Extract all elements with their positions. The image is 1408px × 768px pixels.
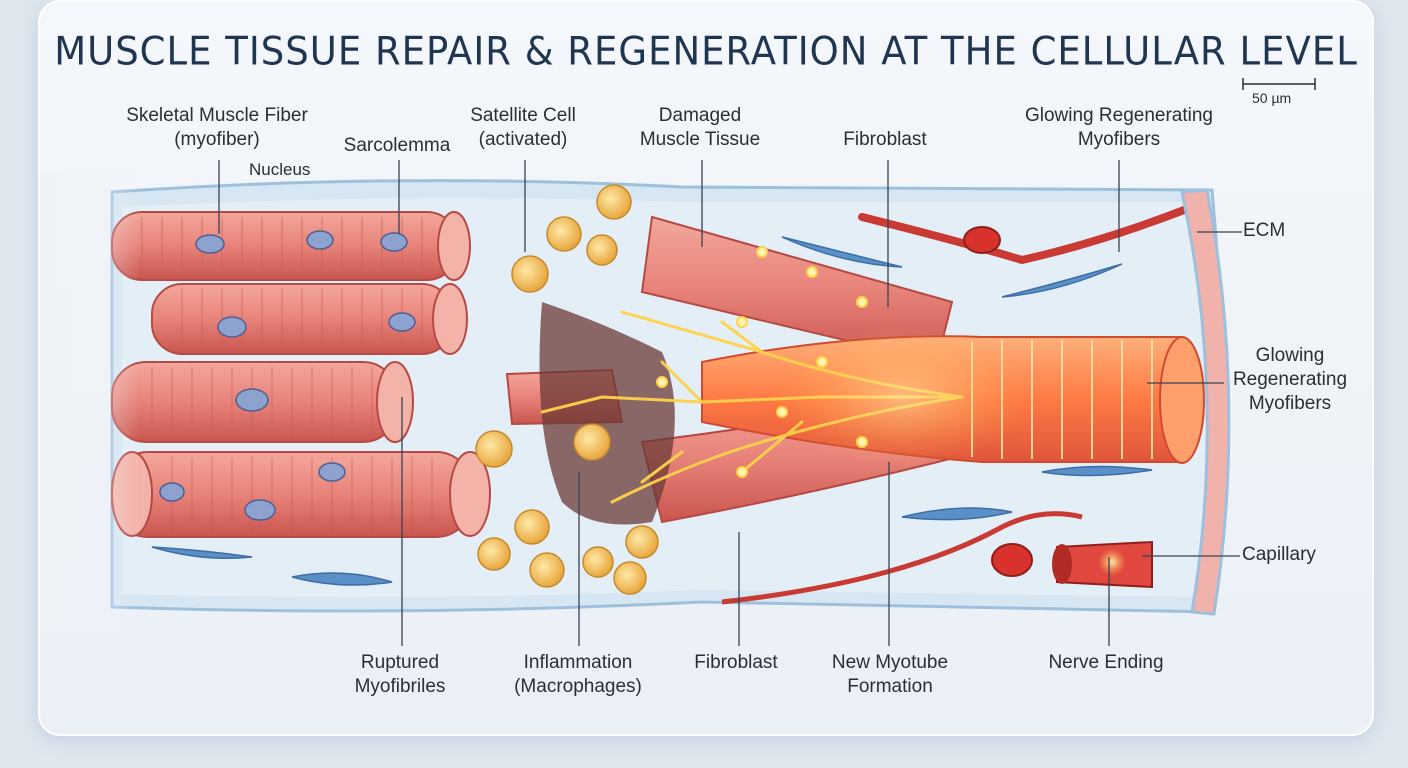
blood-vessel-bottom <box>721 511 1083 605</box>
fibroblast-cells <box>151 236 1153 586</box>
scale-bar-label: 50 µm <box>1252 90 1292 106</box>
label-glowing-myofibers-right: Glowing Regenerating Myofibers <box>1232 345 1348 414</box>
right-cross-section <box>1180 188 1231 616</box>
scale-bar <box>1242 78 1316 90</box>
label-glowing-myofibers-top: Glowing Regenerating Myofibers <box>1024 105 1213 150</box>
label-capillary: Capillary <box>1242 544 1316 565</box>
label-ecm: ECM <box>1243 220 1286 241</box>
page-title: MUSCLE TISSUE REPAIR & REGENERATION AT T… <box>54 28 1358 75</box>
macrophage-cells <box>475 184 659 595</box>
red-blood-cell-bottom <box>991 543 1033 577</box>
regenerating-fiber-end <box>1159 336 1205 464</box>
satellite-glow-dots <box>656 246 868 478</box>
left-fade <box>40 172 140 632</box>
label-damaged-tissue: Damaged Muscle Tissue <box>639 105 761 150</box>
capillary-glow <box>1098 548 1126 576</box>
label-satellite-cell: Satellite Cell (activated) <box>470 105 576 150</box>
leader-lines <box>218 160 1242 646</box>
muscle-diagram-illustration <box>40 78 1316 646</box>
blood-vessel-top <box>858 203 1196 265</box>
label-skeletal-fiber: Skeletal Muscle Fiber (myofiber) <box>126 105 308 150</box>
label-fibroblast-top: Fibroblast <box>843 129 927 150</box>
label-nerve-ending: Nerve Ending <box>1048 652 1164 673</box>
label-new-myotube: New Myotube Formation <box>831 652 949 697</box>
label-sarcolemma: Sarcolemma <box>343 135 451 156</box>
label-nucleus: Nucleus <box>249 160 311 179</box>
damage-zone <box>539 302 675 525</box>
capillary-opening <box>1052 544 1072 584</box>
glow-halo <box>772 327 1032 467</box>
label-ruptured-myofibriles: Ruptured Myofibriles <box>354 652 446 697</box>
label-fibroblast-bottom: Fibroblast <box>694 652 778 673</box>
fiber-nuclei <box>159 230 416 521</box>
diagram-card: MUSCLE TISSUE REPAIR & REGENERATION AT T… <box>38 0 1374 736</box>
label-inflammation: Inflammation (Macrophages) <box>514 652 642 697</box>
red-blood-cell-top <box>963 226 1001 254</box>
